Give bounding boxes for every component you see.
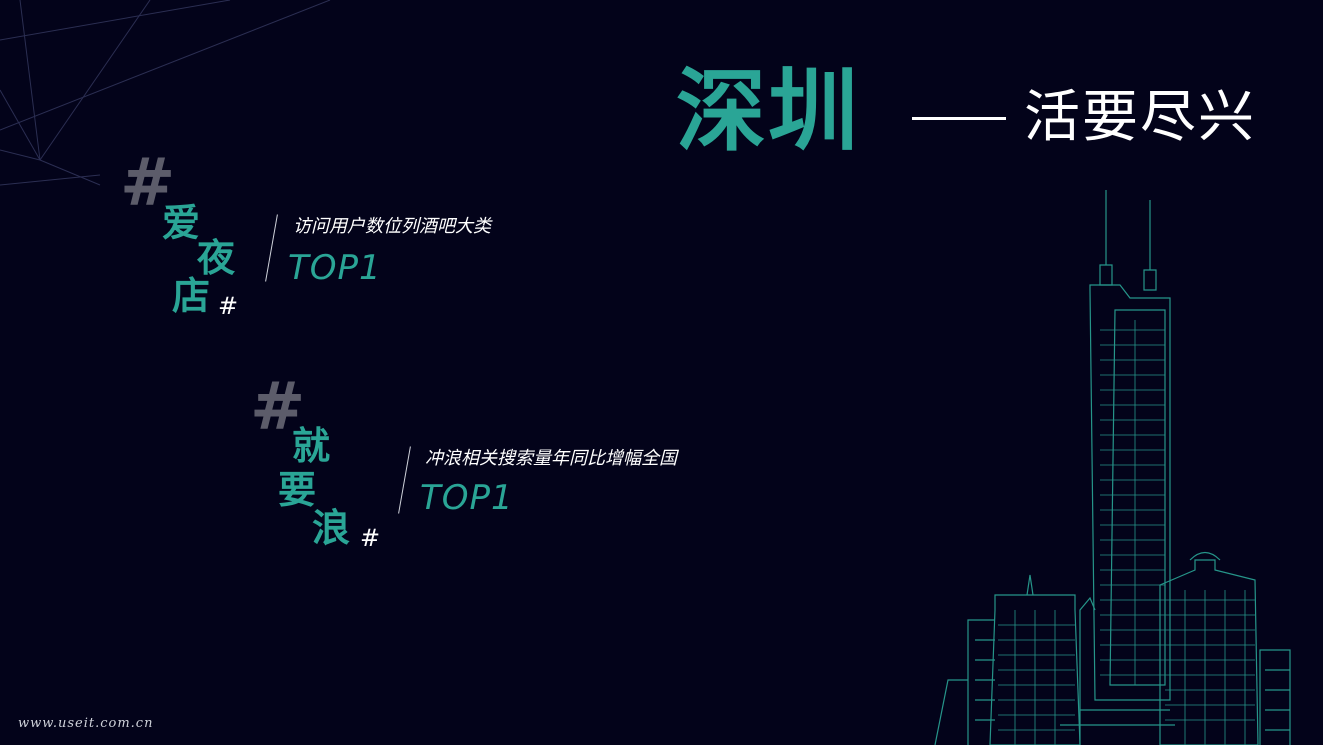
footer-website: www.useit.com.cn [18, 716, 154, 731]
decorative-lines [0, 0, 331, 186]
hash-close-1: # [218, 292, 239, 320]
hash-open-1: # [120, 144, 176, 221]
title-dash [912, 117, 1006, 120]
divider-slash-2 [398, 446, 411, 514]
tag-1-char-1: 爱 [162, 200, 201, 245]
hash-close-2: # [360, 524, 381, 552]
tag-2-char-3: 浪 [312, 505, 351, 550]
stat-label-1: 访问用户数位列酒吧大类 [293, 216, 491, 237]
tag-1-char-2: 夜 [197, 235, 236, 280]
tag-2-char-2: 要 [278, 467, 317, 512]
hash-open-2: # [250, 368, 306, 445]
stat-value-1: TOP1 [288, 248, 382, 288]
page-title: 深圳 [676, 58, 860, 164]
tag-1-char-3: 店 [172, 273, 211, 318]
divider-slash-1 [265, 214, 278, 282]
city-skyline-illustration [934, 190, 1291, 745]
page-subtitle: 活要尽兴 [1024, 85, 1256, 150]
stat-label-2: 冲浪相关搜索量年同比增幅全国 [425, 448, 677, 469]
stat-value-2: TOP1 [420, 478, 514, 518]
tag-2-char-1: 就 [292, 423, 331, 468]
